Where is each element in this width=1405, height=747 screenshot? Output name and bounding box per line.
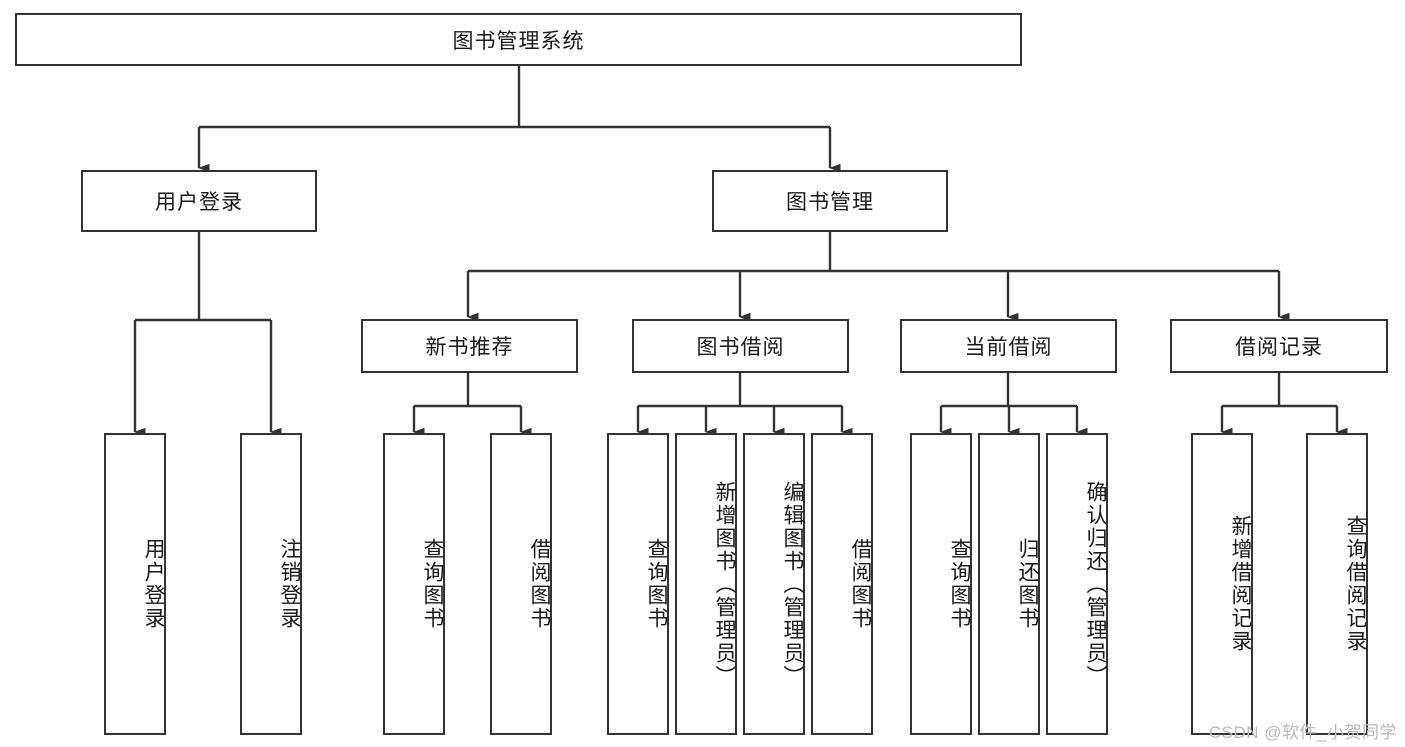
node-label: 注销登录 <box>278 538 301 630</box>
leaf-query-book-borrow[interactable]: 查询图书 <box>607 433 669 735</box>
node-label: 当前借阅 <box>964 336 1053 359</box>
node-current-borrow[interactable]: 当前借阅 <box>900 319 1117 373</box>
node-book-management[interactable]: 图书管理 <box>712 170 948 232</box>
leaf-query-book-recommend[interactable]: 查询图书 <box>383 433 445 735</box>
node-label: 借阅图书 <box>849 538 872 630</box>
node-label: 新书推荐 <box>425 336 514 359</box>
leaf-borrow-book[interactable]: 借阅图书 <box>811 433 873 735</box>
node-label: 用户登录 <box>155 191 243 214</box>
leaf-borrow-book-recommend[interactable]: 借阅图书 <box>490 433 552 735</box>
node-new-book-recommend[interactable]: 新书推荐 <box>361 319 578 373</box>
node-label: 用户登录 <box>142 538 165 630</box>
node-root-book-management-system[interactable]: 图书管理系统 <box>15 13 1022 66</box>
node-label: 确认归还（管理员） <box>1084 480 1107 688</box>
leaf-query-book-current[interactable]: 查询图书 <box>910 433 972 735</box>
node-label: 图书管理系统 <box>452 29 585 53</box>
node-label: 归还图书 <box>1016 538 1039 630</box>
node-label: 查询图书 <box>645 538 668 630</box>
node-label: 图书管理 <box>786 191 874 214</box>
leaf-logout-login[interactable]: 注销登录 <box>240 433 302 735</box>
node-label: 查询图书 <box>421 538 444 630</box>
node-label: 新增图书（管理员） <box>713 480 736 688</box>
node-book-borrow[interactable]: 图书借阅 <box>632 319 849 373</box>
node-label: 查询图书 <box>948 538 971 630</box>
leaf-return-book[interactable]: 归还图书 <box>978 433 1040 735</box>
node-label: 新增借阅记录 <box>1229 515 1252 653</box>
node-borrow-record[interactable]: 借阅记录 <box>1170 319 1388 373</box>
leaf-confirm-return-admin[interactable]: 确认归还（管理员） <box>1046 433 1108 735</box>
leaf-add-book-admin[interactable]: 新增图书（管理员） <box>675 433 737 735</box>
leaf-user-login[interactable]: 用户登录 <box>104 433 166 735</box>
leaf-add-borrow-record[interactable]: 新增借阅记录 <box>1191 433 1253 735</box>
node-user-login[interactable]: 用户登录 <box>81 170 317 232</box>
watermark-text: CSDN @软件_小贺同学 <box>1208 723 1397 742</box>
leaf-query-borrow-record[interactable]: 查询借阅记录 <box>1306 433 1368 735</box>
node-label: 编辑图书（管理员） <box>781 480 804 688</box>
node-label: 借阅图书 <box>528 538 551 630</box>
leaf-edit-book-admin[interactable]: 编辑图书（管理员） <box>743 433 805 735</box>
node-label: 查询借阅记录 <box>1344 515 1367 653</box>
node-label: 借阅记录 <box>1235 336 1323 359</box>
node-label: 图书借阅 <box>696 336 785 359</box>
